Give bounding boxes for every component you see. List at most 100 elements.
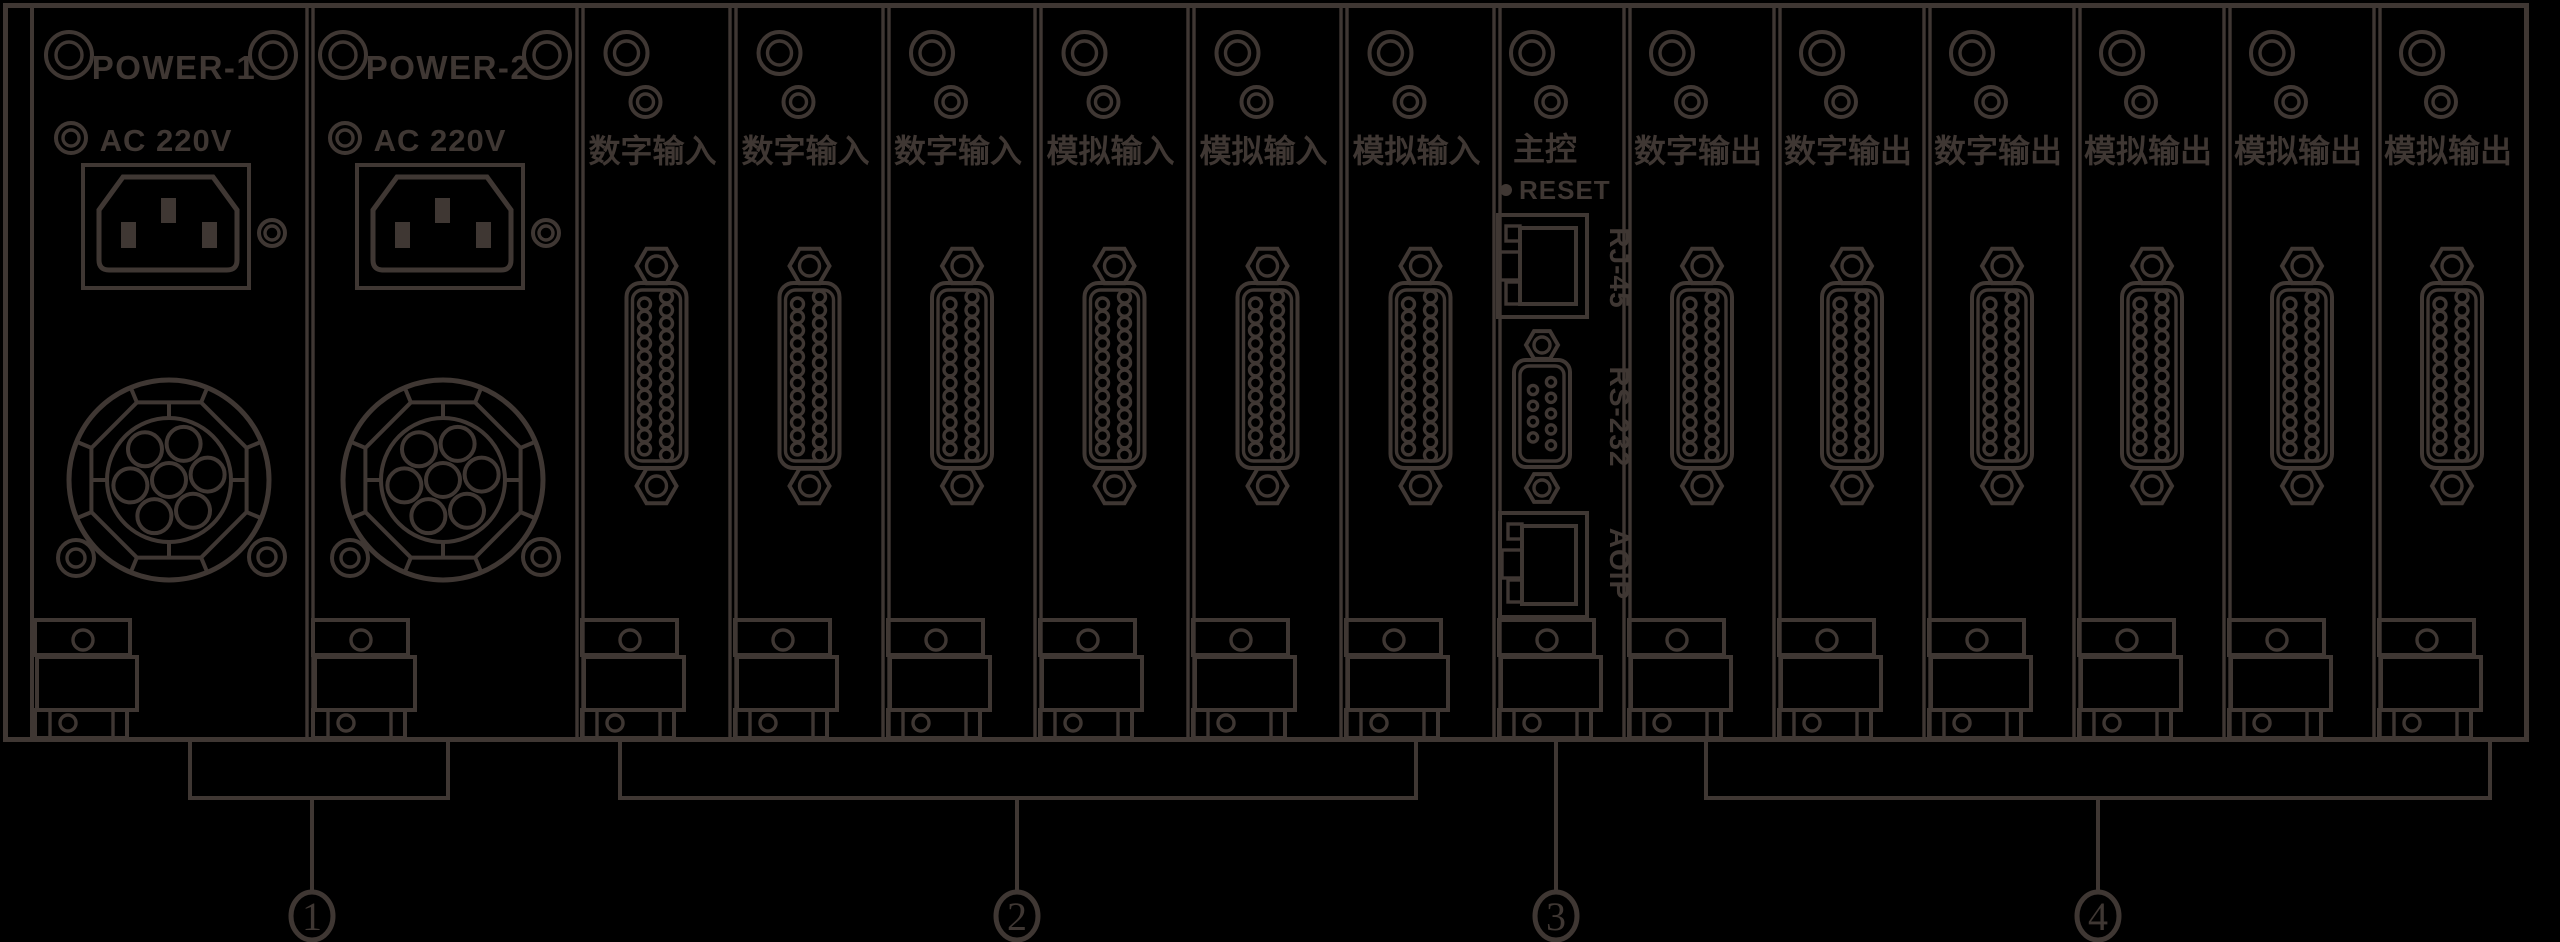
screw-icon bbox=[2249, 30, 2295, 76]
callout-circle-1 bbox=[288, 889, 336, 942]
slot-label: 模拟输入 bbox=[1046, 133, 1174, 169]
slot-label: 模拟输出 bbox=[2234, 133, 2362, 169]
ac-inlet-icon bbox=[81, 163, 251, 290]
card-slot-12: 数字输出 bbox=[1927, 30, 2062, 740]
card-slot-8: 模拟输入 bbox=[1344, 30, 1481, 740]
db25-connector-icon bbox=[624, 246, 689, 506]
screw-icon bbox=[1949, 30, 1995, 76]
db25-connector-icon bbox=[2120, 246, 2184, 506]
voltage-label: AC 220V bbox=[374, 123, 507, 158]
reset-dot-icon bbox=[1500, 184, 1512, 196]
screw-icon bbox=[1392, 85, 1427, 119]
callout-number-1: 1 bbox=[302, 894, 322, 939]
screw-icon bbox=[521, 537, 561, 577]
screw-icon bbox=[2124, 85, 2158, 119]
screw-icon bbox=[328, 121, 362, 155]
slot-label: 主控 bbox=[1513, 131, 1577, 167]
slot-label: 数字输入 bbox=[588, 133, 716, 169]
card-latch-icon bbox=[1344, 618, 1450, 740]
reset-label: RESET bbox=[1519, 175, 1611, 205]
db25-connector-icon bbox=[930, 246, 994, 506]
slot-label: 数字输出 bbox=[1934, 133, 2062, 169]
slot-label: 数字输出 bbox=[1784, 133, 1912, 169]
callout-circle-4 bbox=[2074, 889, 2122, 942]
slot-label: 数字输入 bbox=[894, 133, 1022, 169]
callout-number-3: 3 bbox=[1546, 894, 1566, 939]
screw-icon bbox=[44, 30, 94, 80]
card-latch-icon bbox=[1191, 618, 1297, 740]
ac-inlet-icon bbox=[355, 163, 525, 290]
slot-label: 数字输出 bbox=[1634, 133, 1762, 169]
screw-icon bbox=[2099, 30, 2145, 76]
screw-icon bbox=[1799, 30, 1845, 76]
db25-connector-icon bbox=[1388, 246, 1453, 506]
screw-icon bbox=[2424, 85, 2458, 119]
port-label-rj45: RJ-45 bbox=[1604, 227, 1635, 308]
screw-icon bbox=[1086, 85, 1121, 119]
screw-icon bbox=[909, 30, 955, 76]
slot-label: 模拟输出 bbox=[2084, 133, 2212, 169]
card-slot-14: 模拟输出 bbox=[2227, 30, 2362, 740]
screw-icon bbox=[1061, 30, 1108, 76]
callout-1: 1 bbox=[188, 741, 450, 942]
db25-connector-icon bbox=[2420, 246, 2484, 506]
callout-bracket-1 bbox=[188, 741, 450, 892]
screw-icon bbox=[1824, 85, 1858, 119]
port-label-aoip: AOIP bbox=[1604, 528, 1635, 600]
db25-connector-icon bbox=[1670, 246, 1734, 506]
callout-circle-2 bbox=[993, 889, 1041, 942]
screw-icon bbox=[628, 85, 663, 119]
screw-icon bbox=[756, 30, 803, 76]
card-latch-icon bbox=[886, 618, 992, 740]
reset-indicator: RESET bbox=[1500, 175, 1611, 205]
screw-icon bbox=[1974, 85, 2008, 119]
card-latch-icon bbox=[733, 618, 839, 740]
slot-label: 数字输入 bbox=[741, 133, 869, 169]
screw-icon bbox=[1534, 85, 1568, 119]
fan-icon bbox=[66, 377, 272, 583]
screw-icon bbox=[247, 537, 287, 577]
card-slot-11: 数字输出 bbox=[1777, 30, 1912, 740]
callout-bracket-4 bbox=[1704, 741, 2492, 892]
callout-number-2: 2 bbox=[1007, 894, 1027, 939]
callout-3: 3 bbox=[1532, 741, 1580, 942]
screw-icon bbox=[1674, 85, 1708, 119]
callout-2: 2 bbox=[618, 741, 1418, 942]
card-slot-7: 模拟输入 bbox=[1191, 30, 1328, 740]
screw-icon bbox=[781, 85, 816, 119]
screw-icon bbox=[603, 30, 650, 76]
card-latch-icon bbox=[2377, 618, 2483, 740]
callout-number-4: 4 bbox=[2088, 894, 2108, 939]
power-module-1: POWER-1AC 220V bbox=[33, 30, 298, 740]
screw-icon bbox=[318, 30, 368, 80]
chassis-outline bbox=[3, 3, 2529, 742]
callout-4: 4 bbox=[1704, 741, 2492, 942]
screw-icon bbox=[54, 121, 88, 155]
db25-connector-icon bbox=[1820, 246, 1884, 506]
screw-icon bbox=[2399, 30, 2445, 76]
power-label: POWER-1 bbox=[92, 49, 257, 86]
callout-circle-3 bbox=[1532, 889, 1580, 942]
db25-connector-icon bbox=[1970, 246, 2034, 506]
card-slot-15: 模拟输出 bbox=[2377, 30, 2512, 740]
power-module-2: POWER-2 AC 220V bbox=[311, 30, 572, 740]
card-latch-icon bbox=[1038, 618, 1144, 740]
power-label: POWER-2 bbox=[366, 49, 531, 86]
screw-icon bbox=[330, 538, 370, 578]
screw-icon bbox=[522, 30, 572, 80]
screw-icon bbox=[531, 218, 561, 248]
screw-icon bbox=[1367, 30, 1414, 76]
card-latch-icon bbox=[580, 618, 686, 740]
slot-label: 模拟输出 bbox=[2384, 133, 2512, 169]
card-slot-5: 数字输入 bbox=[886, 30, 1022, 740]
callout-bracket-2 bbox=[618, 741, 1418, 892]
card-slot-10: 数字输出 bbox=[1627, 30, 1762, 740]
card-slot-13: 模拟输出 bbox=[2077, 30, 2212, 740]
screw-icon bbox=[1214, 30, 1261, 76]
screw-icon bbox=[56, 538, 96, 578]
db25-connector-icon bbox=[2270, 246, 2334, 506]
aoip-jack-icon bbox=[1498, 511, 1589, 619]
card-latch-icon bbox=[1777, 618, 1883, 740]
